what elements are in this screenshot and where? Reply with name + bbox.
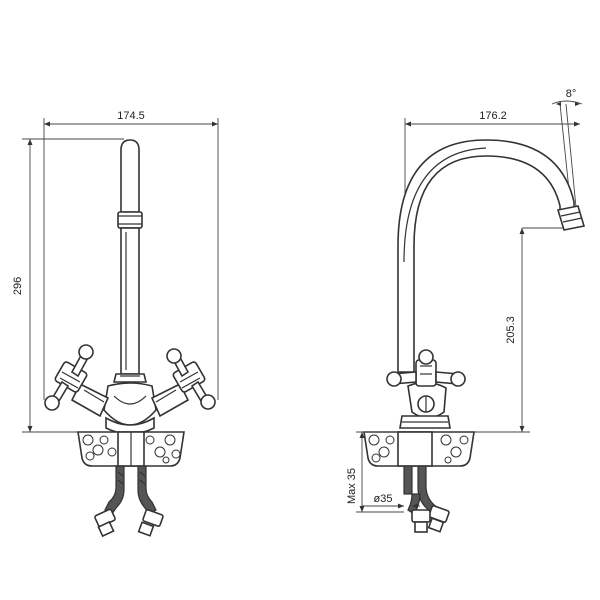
front-spout (117, 139, 143, 375)
side-spout (397, 139, 586, 373)
side-reach-label: 176.2 (479, 110, 507, 122)
side-max-thickness-label: Max 35 (346, 468, 358, 504)
front-left-handle (44, 344, 110, 418)
front-body (103, 373, 157, 435)
front-height-label: 296 (12, 277, 24, 295)
side-view: 176.2 8° 205.3 (346, 88, 586, 533)
front-base (77, 431, 185, 467)
side-hole-diameter-dimension: ø35 (362, 493, 420, 509)
side-hoses (403, 465, 450, 533)
side-angle-label: 8° (566, 88, 577, 100)
side-spout-height-dimension: 205.3 (470, 227, 568, 433)
front-view: 174.5 296 (12, 110, 219, 538)
side-body (386, 349, 466, 429)
side-max-thickness-dimension: Max 35 (346, 431, 404, 513)
front-height-dimension: 296 (12, 138, 124, 433)
front-width-label: 174.5 (117, 110, 145, 122)
front-right-handle (150, 348, 216, 418)
side-base (363, 431, 475, 467)
side-hole-diameter-label: ø35 (374, 493, 393, 505)
front-hoses (94, 465, 164, 538)
side-spout-height-label: 205.3 (505, 316, 517, 344)
front-width-dimension: 174.5 (43, 110, 219, 400)
